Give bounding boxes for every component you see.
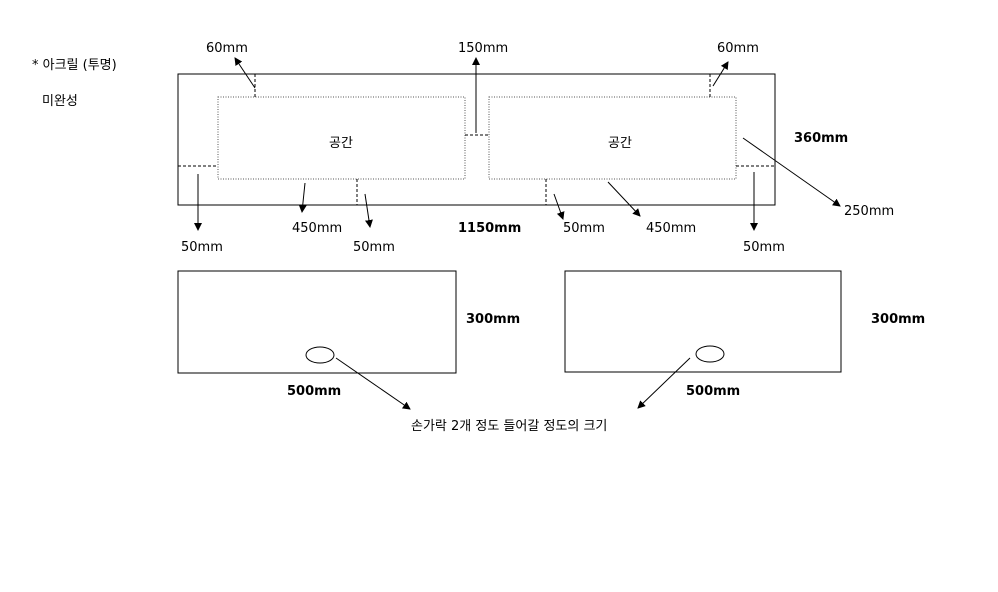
bottom-left-panel [177,270,457,374]
left-compartment-label: 공간 [329,136,353,151]
bottom-left-height-label: 300mm [466,312,520,327]
left-gap-arrow [234,57,256,89]
left-finger-hole [305,346,335,364]
depth-label: 250mm [844,204,894,219]
depth-arrow [742,137,841,207]
status-note: 미완성 [42,94,78,109]
bottom-right-width-label: 500mm [686,384,740,399]
right-width-label: 450mm [646,221,696,236]
material-note: * 아크릴 (투명) [32,58,117,73]
bottom-right-height-label: 300mm [871,312,925,327]
center-gap-label: 150mm [458,41,508,56]
right-hole-arrow [637,357,691,409]
left-hole-arrow [335,357,411,410]
right-compartment-label: 공간 [608,136,632,151]
right-finger-hole [695,345,725,363]
right-inner-margin-label: 50mm [563,221,605,236]
left-gap-label: 60mm [206,41,248,56]
right-inner-arrow [553,193,565,220]
bottom-left-margin-label: 50mm [181,240,223,255]
right-compartment [488,96,737,180]
bottom-left-width-label: 500mm [287,384,341,399]
bottom-right-panel [564,270,842,373]
left-inner-margin-label: 50mm [353,240,395,255]
right-width-arrow [607,181,641,217]
left-width-label: 450mm [292,221,342,236]
left-width-arrow [298,182,307,213]
left-compartment [217,96,466,180]
hole-size-note: 손가락 2개 정도 들어갈 정도의 크기 [411,419,607,434]
right-gap-label: 60mm [717,41,759,56]
right-gap-arrow [712,61,729,87]
left-inner-arrow [364,193,373,228]
height-label: 360mm [794,131,848,146]
total-width-label: 1150mm [458,221,521,236]
bottom-right-margin-label: 50mm [743,240,785,255]
